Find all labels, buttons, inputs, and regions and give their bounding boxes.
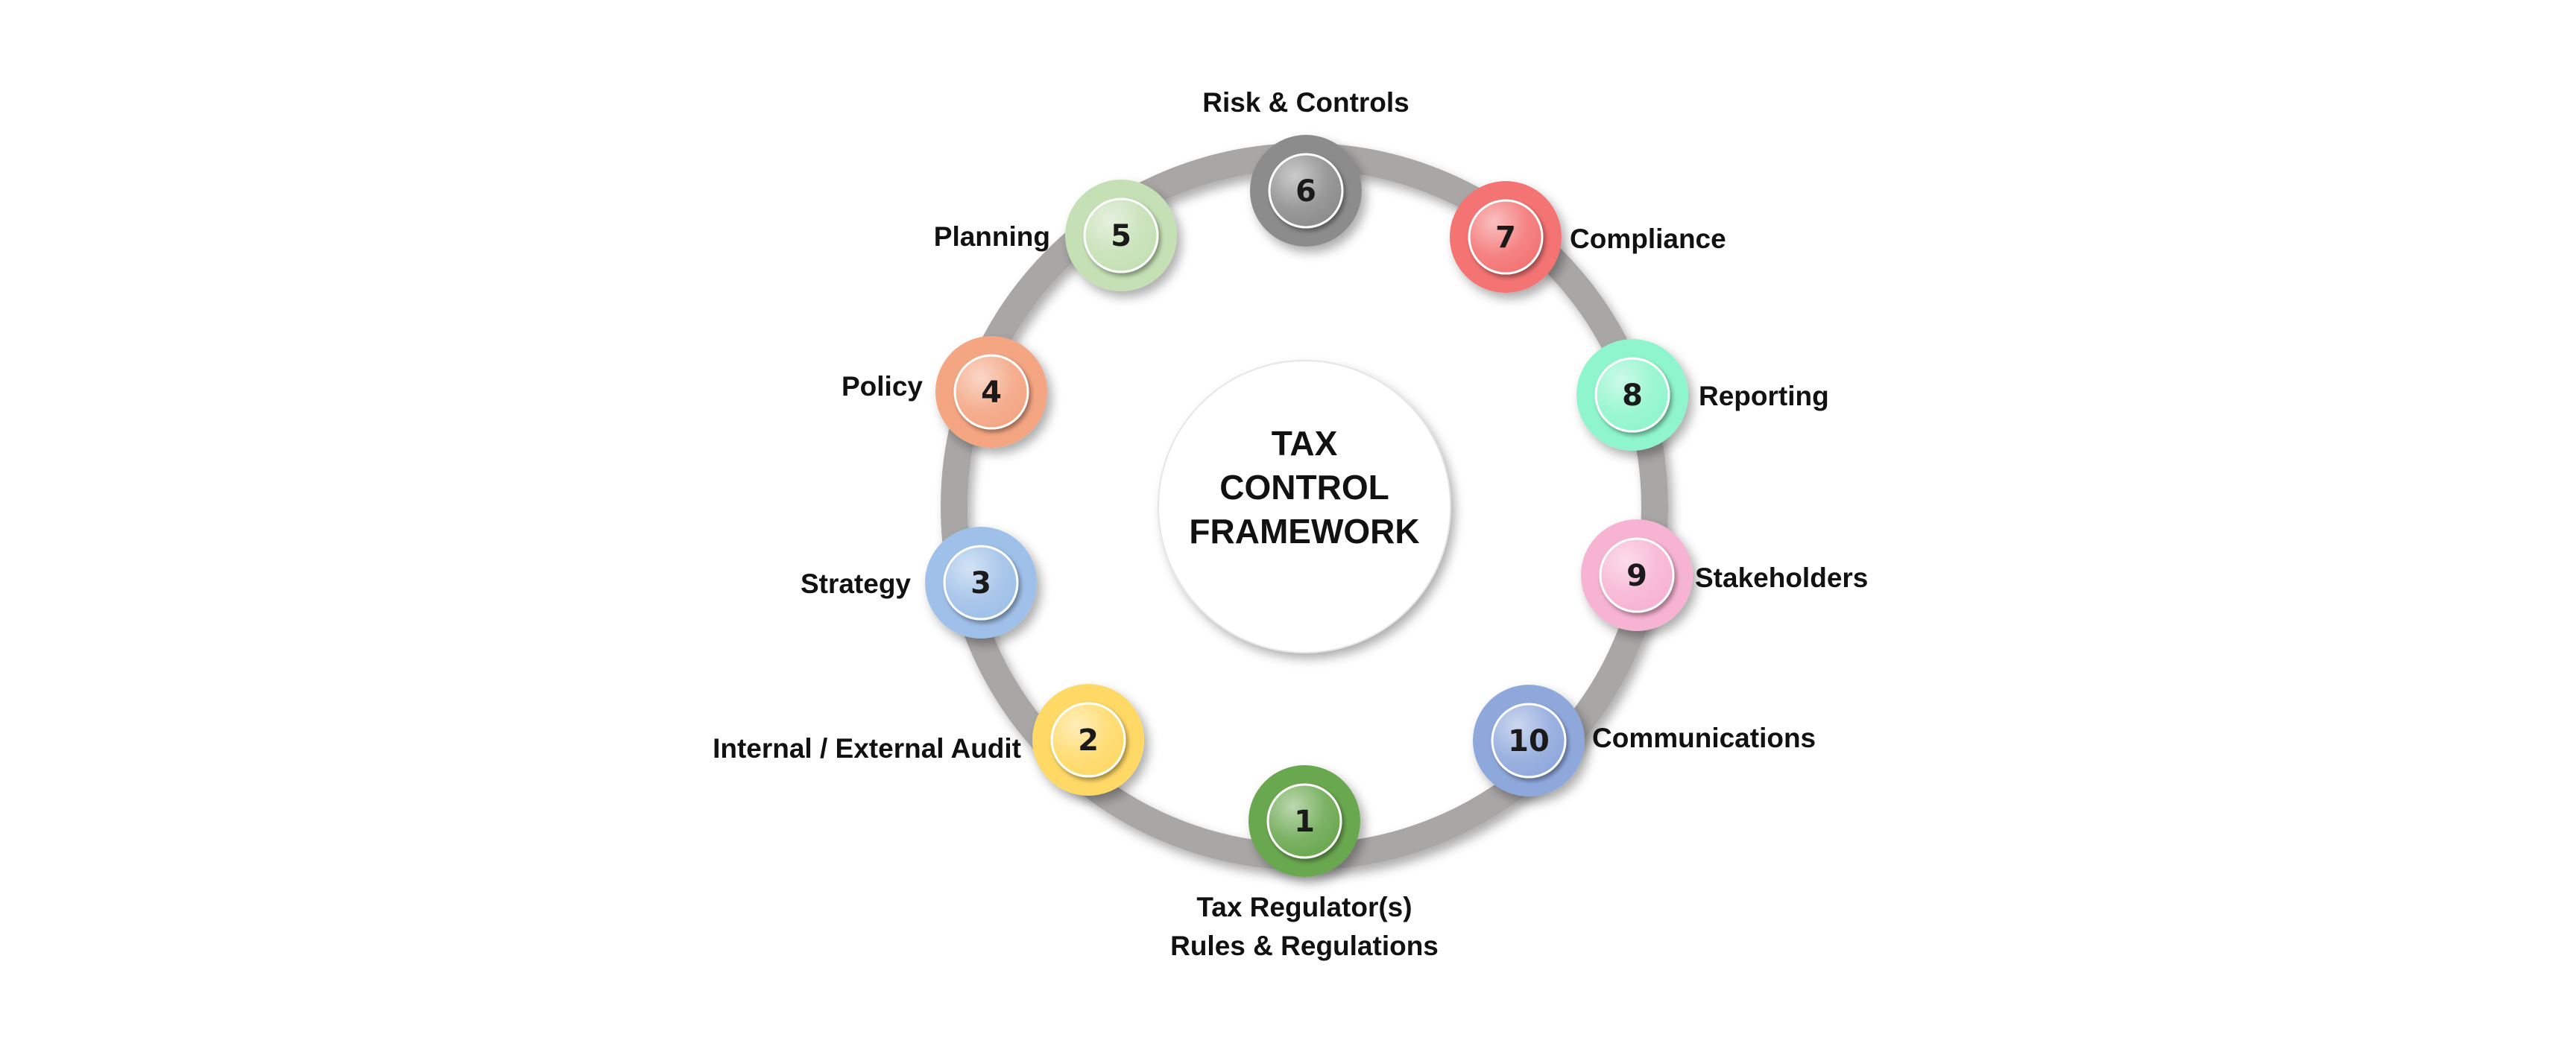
center-circle: TAX CONTROL FRAMEWORK xyxy=(1158,360,1451,653)
node-8: 8 Reporting xyxy=(1576,339,1829,451)
node-5: 5 Planning xyxy=(934,180,1177,291)
node-3: 3 Strategy xyxy=(801,527,1037,639)
node-shine xyxy=(1085,199,1158,272)
node-label: Reporting xyxy=(1699,381,1829,411)
node-number: 4 xyxy=(981,376,1002,410)
node-2: 2 Internal / External Audit xyxy=(713,684,1144,796)
node-shine xyxy=(1268,785,1341,858)
node-label: Internal / External Audit xyxy=(713,733,1021,764)
center-title-line-2: CONTROL xyxy=(1219,468,1389,507)
node-number: 2 xyxy=(1078,723,1099,758)
node-label: Compliance xyxy=(1570,224,1726,254)
node-label: Communications xyxy=(1592,723,1816,753)
node-shine xyxy=(1596,358,1669,431)
node-label: Rules & Regulations xyxy=(1170,931,1439,961)
node-shine xyxy=(1492,704,1565,777)
node-shine xyxy=(1600,539,1673,612)
node-label: Strategy xyxy=(801,568,911,599)
node-number: 1 xyxy=(1294,805,1315,839)
node-number: 10 xyxy=(1508,724,1550,758)
node-number: 8 xyxy=(1622,378,1643,413)
node-number: 5 xyxy=(1111,219,1131,253)
node-shine xyxy=(1469,200,1542,273)
node-label: Policy xyxy=(842,371,923,402)
node-4: 4 Policy xyxy=(842,336,1047,448)
node-number: 3 xyxy=(970,566,991,601)
node-number: 9 xyxy=(1626,559,1647,593)
node-6: 6 Risk & Controls xyxy=(1202,87,1409,247)
node-shine xyxy=(1052,703,1125,776)
node-label: Planning xyxy=(934,221,1050,252)
node-shine xyxy=(955,355,1028,428)
node-number: 6 xyxy=(1295,174,1316,209)
node-10: 10 Communications xyxy=(1473,685,1816,796)
node-label: Tax Regulator(s) xyxy=(1196,892,1412,922)
node-label: Stakeholders xyxy=(1695,563,1868,593)
node-number: 7 xyxy=(1495,221,1516,255)
node-9: 9 Stakeholders xyxy=(1581,519,1868,631)
node-label: Risk & Controls xyxy=(1202,87,1409,118)
node-shine xyxy=(1269,154,1342,227)
node-7: 7 Compliance xyxy=(1450,181,1726,293)
node-shine xyxy=(944,546,1017,619)
center-title-line-3: FRAMEWORK xyxy=(1189,512,1419,551)
center-title-line-1: TAX xyxy=(1272,424,1338,463)
